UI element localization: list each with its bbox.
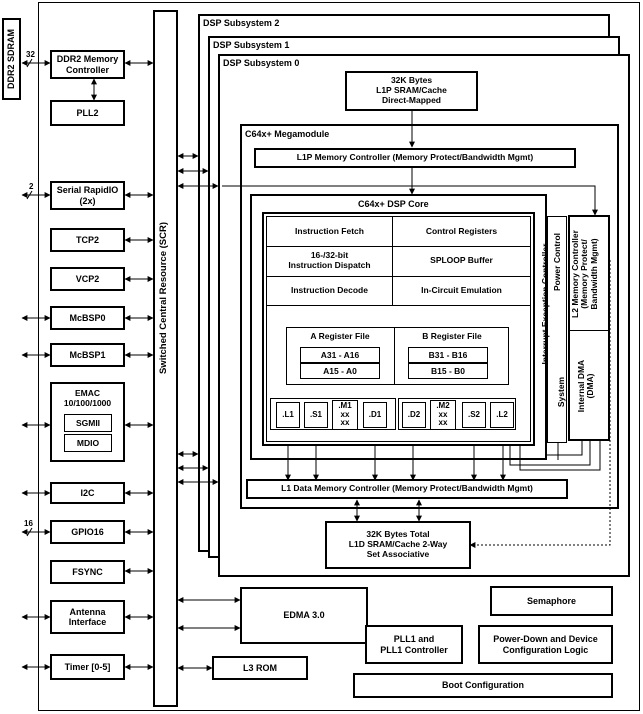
l1d-memory-controller: L1 Data Memory Controller (Memory Protec… bbox=[246, 479, 568, 499]
dsp-subsystem-0-title: DSP Subsystem 0 bbox=[223, 58, 300, 68]
sgmii: SGMII bbox=[64, 414, 112, 432]
b-regs-low: B15 - B0 bbox=[408, 363, 488, 379]
ddr2-sdram-box bbox=[2, 18, 21, 100]
register-file-divider bbox=[394, 327, 395, 385]
a-register-file: A Register File bbox=[310, 331, 370, 342]
unit-l2: .L2 bbox=[490, 402, 514, 428]
power-down-config: Power-Down and Device Configuration Logi… bbox=[478, 625, 613, 664]
ddr2-bus-width: 32 bbox=[26, 50, 35, 59]
core-grid-line-h1 bbox=[266, 246, 531, 247]
srio-bus-width: 2 bbox=[29, 182, 34, 191]
mcbsp1: McBSP1 bbox=[50, 343, 125, 367]
pll1-controller: PLL1 and PLL1 Controller bbox=[365, 625, 463, 664]
i2c: I2C bbox=[50, 482, 125, 504]
mdio: MDIO bbox=[64, 434, 112, 452]
internal-dma: Internal DMA (DMA) bbox=[576, 359, 596, 413]
a-regs-low: A15 - A0 bbox=[300, 363, 380, 379]
gpio-bus-width: 16 bbox=[24, 519, 33, 528]
in-circuit-emulation: In-Circuit Emulation bbox=[421, 285, 502, 296]
power-control-column bbox=[547, 216, 567, 443]
system-label: System bbox=[556, 376, 566, 408]
vcp2: VCP2 bbox=[50, 267, 125, 291]
sploop-buffer: SPLOOP Buffer bbox=[430, 255, 493, 266]
l1p-memory-controller: L1P Memory Controller (Memory Protect/Ba… bbox=[254, 148, 576, 168]
control-registers: Control Registers bbox=[425, 226, 498, 237]
core-grid-line-h3 bbox=[266, 305, 531, 306]
semaphore: Semaphore bbox=[490, 586, 613, 616]
interrupt-exception-label: Interrupt Exception Controller bbox=[540, 243, 550, 365]
a-regs-high: A31 - A16 bbox=[300, 347, 380, 363]
timer: Timer [0-5] bbox=[50, 654, 125, 680]
l3-rom: L3 ROM bbox=[212, 656, 308, 680]
core-grid-line-h2 bbox=[266, 276, 531, 277]
scr-label: Switched Central Resource (SCR) bbox=[158, 221, 169, 375]
pll2: PLL2 bbox=[50, 100, 125, 126]
ddr2-memory-controller: DDR2 Memory Controller bbox=[50, 50, 125, 79]
core-grid-line-v bbox=[392, 217, 393, 306]
switched-central-resource bbox=[153, 10, 178, 707]
power-control-label: Power Control bbox=[552, 232, 562, 292]
instruction-fetch: Instruction Fetch bbox=[295, 226, 364, 237]
unit-m1: .M1 xx xx bbox=[332, 400, 358, 430]
unit-d1: .D1 bbox=[363, 402, 387, 428]
gpio16: GPIO16 bbox=[50, 520, 125, 544]
unit-s2: .S2 bbox=[462, 402, 486, 428]
l2-memory-controller: L2 Memory Controller (Memory Protect/ Ba… bbox=[570, 230, 599, 318]
edma: EDMA 3.0 bbox=[240, 587, 368, 644]
fsync: FSYNC bbox=[50, 560, 125, 584]
l1p-sram-cache: 32K Bytes L1P SRAM/Cache Direct-Mapped bbox=[345, 71, 478, 111]
b-regs-high: B31 - B16 bbox=[408, 347, 488, 363]
mcbsp0: McBSP0 bbox=[50, 306, 125, 330]
dsp-subsystem-1-title: DSP Subsystem 1 bbox=[213, 40, 290, 50]
dsp-core-title: C64x+ DSP Core bbox=[358, 199, 429, 209]
dsp-subsystem-2-title: DSP Subsystem 2 bbox=[203, 18, 280, 28]
b-register-file: B Register File bbox=[422, 331, 482, 342]
l1d-sram-cache: 32K Bytes Total L1D SRAM/Cache 2-Way Set… bbox=[325, 521, 471, 569]
boot-configuration: Boot Configuration bbox=[353, 673, 613, 698]
unit-d2: .D2 bbox=[402, 402, 426, 428]
l2-idma-column bbox=[568, 215, 610, 441]
instruction-decode: Instruction Decode bbox=[291, 285, 368, 296]
emac-title: EMAC 10/100/1000 bbox=[63, 388, 112, 408]
megamodule-title: C64x+ Megamodule bbox=[245, 129, 330, 139]
antenna-interface: Antenna Interface bbox=[50, 600, 125, 634]
unit-m2: .M2 xx xx bbox=[430, 400, 456, 430]
instruction-dispatch: 16-/32-bit Instruction Dispatch bbox=[288, 250, 371, 270]
unit-s1: .S1 bbox=[304, 402, 328, 428]
unit-l1: .L1 bbox=[276, 402, 300, 428]
tcp2: TCP2 bbox=[50, 228, 125, 252]
l2-idma-divider bbox=[568, 330, 610, 331]
serial-rapidio: Serial RapidIO (2x) bbox=[50, 181, 125, 210]
